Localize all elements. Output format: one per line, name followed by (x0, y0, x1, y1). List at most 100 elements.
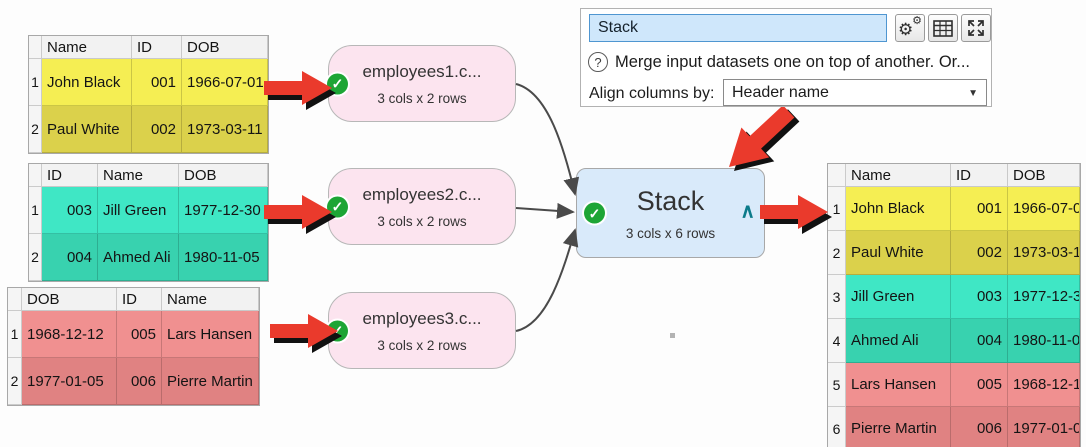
row-number[interactable]: 1 (29, 187, 42, 234)
column-header[interactable]: Name (162, 288, 259, 311)
node-dimensions: 3 cols x 2 rows (377, 90, 467, 106)
corner-cell[interactable] (29, 164, 42, 187)
table-cell[interactable]: 1968-12-12 (22, 311, 117, 358)
input-table-employees2: ID Name DOB 1 003 Jill Green 1977-12-30 … (28, 163, 269, 282)
table-cell[interactable]: 1966-07-01 (182, 59, 268, 106)
table-cell[interactable]: 1977-12-30 (179, 187, 268, 234)
table-cell[interactable]: 1966-07-01 (1008, 187, 1080, 231)
transform-name-input[interactable]: Stack (589, 14, 887, 42)
table-cell[interactable]: 001 (951, 187, 1008, 231)
table-cell[interactable]: 006 (951, 407, 1008, 447)
column-header[interactable]: DOB (22, 288, 117, 311)
corner-cell[interactable] (8, 288, 22, 311)
table-cell[interactable]: 005 (117, 311, 162, 358)
table-cell[interactable]: 1977-12-30 (1008, 275, 1080, 319)
align-columns-value: Header name (732, 83, 829, 101)
column-header[interactable]: DOB (1008, 164, 1080, 187)
table-cell[interactable]: 002 (951, 231, 1008, 275)
column-header[interactable]: ID (117, 288, 162, 311)
node-title: employees2.c... (362, 184, 482, 204)
table-cell[interactable]: 002 (132, 106, 182, 153)
node-title: Stack (636, 185, 705, 216)
table-cell[interactable]: Jill Green (846, 275, 951, 319)
transform-properties-panel: Stack ⚙ ⚙ ? Me (580, 8, 992, 107)
table-cell[interactable]: Ahmed Ali (846, 319, 951, 363)
row-number[interactable]: 2 (29, 234, 42, 281)
table-cell[interactable]: John Black (42, 59, 132, 106)
node-title: employees3.c... (362, 308, 482, 328)
table-cell[interactable]: John Black (846, 187, 951, 231)
row-number[interactable]: 2 (29, 106, 42, 153)
edge-lines (515, 83, 580, 332)
row-number[interactable]: 5 (828, 363, 846, 407)
help-icon[interactable]: ? (588, 52, 608, 72)
node-employees2[interactable]: ✓ employees2.c... 3 cols x 2 rows (327, 168, 516, 245)
table-icon (933, 19, 953, 37)
corner-cell[interactable] (828, 164, 846, 187)
table-cell[interactable]: 003 (42, 187, 98, 234)
collapse-caret-icon[interactable]: ∧ (740, 200, 755, 223)
table-cell[interactable]: 005 (951, 363, 1008, 407)
row-number[interactable]: 3 (828, 275, 846, 319)
table-cell[interactable]: 1973-03-11 (182, 106, 268, 153)
table-cell[interactable]: 1977-01-05 (22, 358, 117, 405)
table-cell[interactable]: Pierre Martin (162, 358, 259, 405)
column-header[interactable]: ID (132, 36, 182, 59)
table-cell[interactable]: Lars Hansen (162, 311, 259, 358)
table-cell[interactable]: 003 (951, 275, 1008, 319)
column-header[interactable]: DOB (182, 36, 268, 59)
table-cell[interactable]: 1973-03-11 (1008, 231, 1080, 275)
column-header[interactable]: Name (42, 36, 132, 59)
node-employees3[interactable]: ✓ employees3.c... 3 cols x 2 rows (327, 292, 516, 369)
column-header[interactable]: ID (42, 164, 98, 187)
table-cell[interactable]: 004 (951, 319, 1008, 363)
table-cell[interactable]: 1977-01-05 (1008, 407, 1080, 447)
check-circle-icon: ✓ (584, 202, 605, 224)
row-number[interactable]: 1 (8, 311, 22, 358)
node-title: employees1.c... (362, 61, 482, 81)
node-dimensions: 3 cols x 2 rows (377, 337, 467, 353)
fullscreen-button[interactable] (961, 14, 991, 42)
check-circle-icon: ✓ (327, 320, 348, 341)
node-stack[interactable]: ✓ Stack 3 cols x 6 rows ∧ (576, 168, 765, 258)
corner-cell[interactable] (29, 36, 42, 59)
table-cell[interactable]: Ahmed Ali (98, 234, 179, 281)
table-cell[interactable]: Paul White (42, 106, 132, 153)
table-cell[interactable]: Paul White (846, 231, 951, 275)
check-circle-icon: ✓ (327, 196, 348, 217)
settings-button[interactable]: ⚙ ⚙ (895, 14, 925, 42)
row-number[interactable]: 4 (828, 319, 846, 363)
table-cell[interactable]: Lars Hansen (846, 363, 951, 407)
table-cell[interactable]: 1980-11-05 (179, 234, 268, 281)
column-header[interactable]: ID (951, 164, 1008, 187)
table-cell[interactable]: 004 (42, 234, 98, 281)
output-table-stack-result: Name ID DOB 1 John Black 001 1966-07-01 … (827, 163, 1081, 447)
align-columns-label: Align columns by: (589, 85, 715, 102)
node-employees1[interactable]: ✓ employees1.c... 3 cols x 2 rows (327, 45, 516, 122)
chevron-down-icon: ▼ (968, 88, 978, 99)
input-table-employees3: DOB ID Name 1 1968-12-12 005 Lars Hansen… (7, 287, 260, 406)
show-table-button[interactable] (928, 14, 958, 42)
table-cell[interactable]: 001 (132, 59, 182, 106)
table-cell[interactable]: 006 (117, 358, 162, 405)
check-circle-icon: ✓ (327, 73, 348, 94)
align-columns-select[interactable]: Header name ▼ (723, 79, 987, 106)
node-dimensions: 3 cols x 2 rows (377, 213, 467, 229)
row-number[interactable]: 2 (828, 231, 846, 275)
table-cell[interactable]: 1980-11-05 (1008, 319, 1080, 363)
row-number[interactable]: 1 (828, 187, 846, 231)
column-header[interactable]: Name (846, 164, 951, 187)
row-number[interactable]: 1 (29, 59, 42, 106)
table-cell[interactable]: Jill Green (98, 187, 179, 234)
node-dimensions: 3 cols x 6 rows (625, 225, 716, 241)
input-table-employees1: Name ID DOB 1 John Black 001 1966-07-01 … (28, 35, 269, 154)
row-number[interactable]: 2 (8, 358, 22, 405)
table-cell[interactable]: Pierre Martin (846, 407, 951, 447)
row-number[interactable]: 6 (828, 407, 846, 447)
table-cell[interactable]: 1968-12-12 (1008, 363, 1080, 407)
column-header[interactable]: DOB (179, 164, 268, 187)
canvas-grid-dot (670, 333, 675, 338)
gear-icon: ⚙ ⚙ (898, 15, 922, 39)
column-header[interactable]: Name (98, 164, 179, 187)
